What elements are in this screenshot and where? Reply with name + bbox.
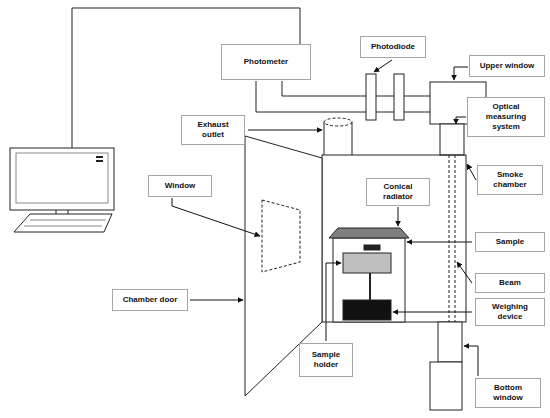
- label-text: Chamber door: [117, 295, 183, 305]
- label-text: Sample: [480, 237, 540, 247]
- sample-stem: [369, 273, 371, 300]
- label-box: Optical measuring system: [467, 97, 545, 137]
- label-box: Exhaust outlet: [181, 115, 245, 145]
- label-box: Weighing device: [475, 298, 545, 326]
- label-text: Upper window: [474, 61, 540, 71]
- label-text: Sample holder: [304, 350, 348, 370]
- light-beam: [449, 155, 455, 322]
- label-box: Beam: [475, 273, 545, 293]
- label-text: Optical measuring system: [472, 102, 540, 132]
- leader-lines: [172, 60, 478, 376]
- label-text: Smoke chamber: [482, 170, 538, 190]
- exhaust-opening: [324, 118, 352, 126]
- label-box: Bottom window: [475, 378, 541, 408]
- conical-radiator: [329, 228, 409, 238]
- photodiode-column: [366, 74, 376, 120]
- sample: [343, 253, 391, 273]
- label-box: Photometer: [221, 44, 311, 80]
- label-text: Window: [153, 181, 207, 191]
- label-box: Sample: [475, 232, 545, 252]
- screen: [16, 153, 108, 203]
- door-window: [262, 200, 300, 272]
- label-text: Beam: [480, 278, 540, 288]
- smoke-chamber-box: [322, 155, 466, 322]
- sample-top: [364, 245, 380, 250]
- label-text: Conical radiator: [371, 182, 425, 202]
- label-box: Sample holder: [299, 343, 353, 377]
- label-box: Window: [148, 175, 212, 197]
- monitor: [10, 148, 114, 210]
- label-box: Smoke chamber: [477, 165, 543, 195]
- signal-line: [282, 81, 430, 96]
- label-box: Conical radiator: [366, 178, 430, 206]
- keyboard: [14, 214, 112, 232]
- photodiode-column: [394, 74, 404, 120]
- upper-window-unit: [440, 124, 464, 155]
- label-text: Exhaust outlet: [186, 120, 240, 140]
- label-text: Photodiode: [365, 42, 421, 52]
- label-box: Upper window: [469, 55, 545, 77]
- exhaust-pipe: [324, 122, 352, 155]
- lower-unit: [438, 322, 462, 362]
- label-text: Bottom window: [480, 383, 536, 403]
- monitor-stand: [56, 210, 68, 214]
- bottom-window-unit: [430, 362, 462, 410]
- label-box: Photodiode: [360, 36, 426, 58]
- label-box: Chamber door: [112, 289, 188, 311]
- label-text: Photometer: [226, 57, 306, 67]
- radiator-housing: [333, 238, 405, 322]
- label-text: Weighing device: [480, 302, 540, 322]
- weighing-device: [343, 300, 391, 320]
